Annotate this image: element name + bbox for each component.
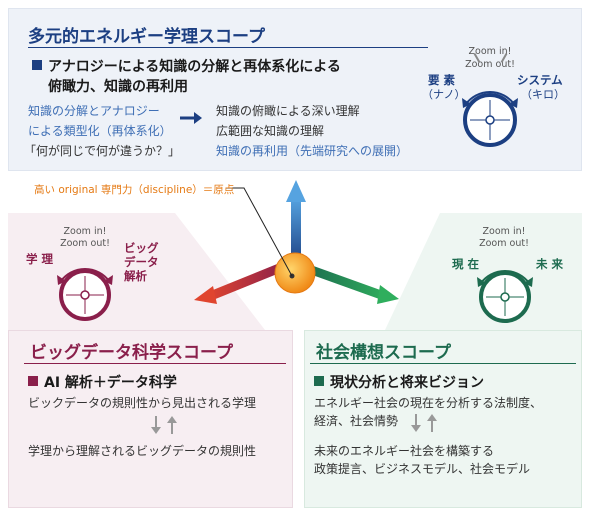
right-line1: エネルギー社会の現在を分析する法制度、 <box>314 396 543 410</box>
axis-right <box>304 264 386 300</box>
origin-circle <box>274 252 316 294</box>
axis-left-head <box>194 286 217 304</box>
right-line2: 経済、社会情勢 <box>314 414 399 428</box>
panel-bigdata-scope <box>8 330 293 508</box>
right-zoom-out: Zoom out! <box>479 238 529 249</box>
top-title-underline <box>28 47 428 48</box>
right-label-present: 現 在 <box>452 257 480 271</box>
right-label-future: 未 来 <box>536 257 564 271</box>
left-heading-text: AI 解析＋データ科学 <box>44 375 177 391</box>
top-right-line1: 知識の俯瞰による深い理解 <box>216 104 360 118</box>
left-heading: AI 解析＋データ科学 <box>28 372 177 392</box>
scope-target-icon-green <box>477 270 533 323</box>
bullet-square <box>314 376 324 386</box>
scope-target-icon-blue <box>462 91 518 147</box>
up-down-arrows-icon <box>151 416 177 434</box>
axis-right-head <box>377 285 399 304</box>
top-right-line2: 広範囲な知識の理解 <box>216 124 325 138</box>
left-zoom-in: Zoom in! <box>63 226 107 237</box>
panel-right-upper <box>385 213 582 330</box>
up-down-arrows-icon <box>411 414 437 432</box>
top-heading-text1: アナロジーによる知識の分解と再体系化による <box>48 59 341 75</box>
top-heading-line1: アナロジーによる知識の分解と再体系化による <box>32 56 341 76</box>
top-right-line3: 知識の再利用（先端研究への展開） <box>216 144 409 158</box>
bullet-square <box>32 60 42 70</box>
top-title: 多元的エネルギー学理スコープ <box>28 27 265 47</box>
left-zoom-out: Zoom out! <box>60 238 110 249</box>
axis-up <box>291 198 301 266</box>
right-line4: 政策提言、ビジネスモデル、社会モデル <box>314 462 531 476</box>
top-label-system: システム <box>517 73 563 87</box>
right-line3: 未来のエネルギー社会を構築する <box>314 444 495 458</box>
top-left-line1: 知識の分解とアナロジー <box>28 104 160 118</box>
top-label-element: 要 素 <box>428 73 456 87</box>
right-zoom-in: Zoom in! <box>482 226 526 237</box>
origin-leader-line <box>226 187 293 277</box>
top-heading-line2: 俯瞰力、知識の再利用 <box>48 79 188 95</box>
top-label-element-sub: （ナノ） <box>422 88 466 101</box>
right-arrow-icon <box>180 112 202 124</box>
scope-target-icon-pink <box>57 268 113 321</box>
top-zoom-in: Zoom in! <box>468 46 512 57</box>
panel-society-scope <box>304 330 582 508</box>
top-label-system-sub: （キロ） <box>521 88 565 101</box>
origin-label: 高い original 専門力（discipline）＝原点 <box>34 184 235 196</box>
right-heading-text: 現状分析と将来ビジョン <box>330 375 484 391</box>
right-title: 社会構想スコープ <box>316 343 451 363</box>
bullet-square <box>28 376 38 386</box>
top-zoom-out: Zoom out! <box>465 59 515 70</box>
top-left-line2: による類型化（再体系化） <box>28 124 172 138</box>
left-line1: ビックデータの規則性から見出される学理 <box>28 396 257 410</box>
right-title-underline <box>310 363 576 364</box>
top-left-line3: 「何が同じで何が違うか？」 <box>24 144 181 158</box>
axis-left <box>208 262 287 300</box>
left-label-bigdata: ビッグデータ解析 <box>124 241 159 283</box>
right-heading: 現状分析と将来ビジョン <box>314 372 484 392</box>
axis-up-head <box>286 180 306 202</box>
left-line2: 学理から理解されるビッグデータの規則性 <box>28 444 257 458</box>
left-label-theory: 学 理 <box>26 252 54 266</box>
left-title: ビッグデータ科学スコープ <box>30 343 233 363</box>
left-title-underline <box>24 363 286 364</box>
